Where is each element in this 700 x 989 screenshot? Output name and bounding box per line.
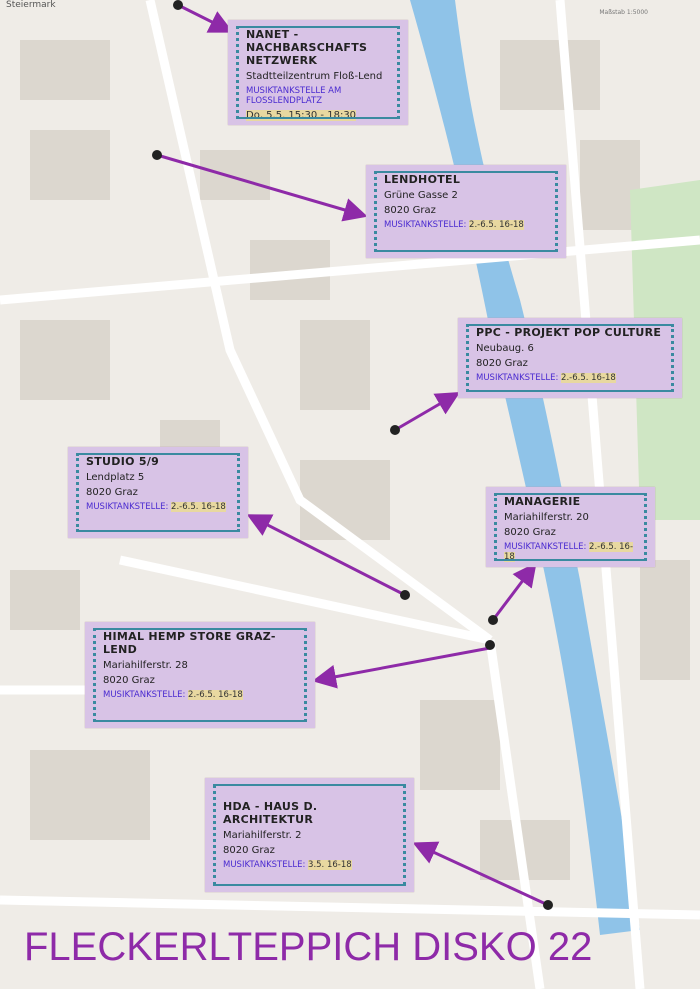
- card-line2: 8020 Graz: [476, 358, 528, 369]
- card-music: Musiktankstelle:: [86, 502, 169, 512]
- location-card-ppc[interactable]: PPC - Projekt Pop Culture Neubaug. 6 802…: [458, 318, 682, 398]
- card-time: 2.-6.5. 16-18: [171, 502, 226, 512]
- region-label: Steiermark: [6, 0, 56, 10]
- card-line1: Neubaug. 6: [476, 343, 534, 354]
- card-line1: Mariahilferstr. 28: [103, 660, 188, 671]
- card-line1: Grüne Gasse 2: [384, 190, 458, 201]
- card-name: PPC - Projekt Pop Culture: [476, 326, 662, 339]
- card-line1: Mariahilferstr. 20: [504, 512, 589, 523]
- river-mur: [410, 0, 640, 935]
- card-line2: 8020 Graz: [86, 487, 138, 498]
- arrows: [156, 3, 549, 907]
- card-time: 2.-6.5. 16-18: [469, 220, 524, 230]
- card-time: Do, 5.5. 15:30 - 18:30: [246, 110, 357, 121]
- card-line1: Stadtteilzentrum Floß-Lend: [246, 71, 383, 82]
- card-music: Musiktankstelle:: [103, 690, 186, 700]
- location-card-studio[interactable]: Studio 5/9 Lendplatz 5 8020 Graz Musikta…: [68, 447, 248, 538]
- card-time: 2.-6.5. 16-18: [188, 690, 243, 700]
- card-time: 3.5. 16-18: [308, 860, 352, 870]
- location-card-hda[interactable]: HDA - Haus d. Architektur Mariahilferstr…: [205, 778, 414, 892]
- card-line2: 8020 Graz: [384, 205, 436, 216]
- card-name: Lendhotel: [384, 173, 461, 186]
- location-card-himal[interactable]: Himal Hemp Store Graz-Lend Mariahilferst…: [85, 622, 315, 728]
- card-name: NANET - Nachbarschafts Netzwerk: [246, 28, 368, 67]
- card-time: 2.-6.5. 16-18: [561, 373, 616, 383]
- card-name: Himal Hemp Store Graz-Lend: [103, 630, 276, 656]
- card-music: Musiktankstelle:: [384, 220, 467, 230]
- card-music: Musiktankstelle:: [223, 860, 306, 870]
- card-line1: Mariahilferstr. 2: [223, 830, 302, 841]
- card-line2: 8020 Graz: [223, 845, 275, 856]
- card-music: Musiktankstelle:: [476, 373, 559, 383]
- location-card-managerie[interactable]: Managerie Mariahilferstr. 20 8020 Graz M…: [486, 487, 655, 567]
- card-name: Studio 5/9: [86, 455, 160, 468]
- card-music: Musiktankstelle:: [504, 542, 587, 552]
- location-card-lendhotel[interactable]: Lendhotel Grüne Gasse 2 8020 Graz Musikt…: [366, 165, 566, 258]
- scale-label: Maßstab 1:5000: [599, 9, 648, 16]
- location-card-nanet[interactable]: NANET - Nachbarschafts Netzwerk Stadttei…: [228, 20, 408, 125]
- card-line1: Lendplatz 5: [86, 472, 145, 483]
- card-line2: 8020 Graz: [103, 675, 155, 686]
- card-music: Musiktankstelle am Floßlendplatz: [246, 86, 342, 106]
- location-markers[interactable]: [152, 0, 553, 910]
- card-name: Managerie: [504, 495, 581, 508]
- card-line2: 8020 Graz: [504, 527, 556, 538]
- card-name: HDA - Haus d. Architektur: [223, 800, 318, 826]
- poster-title: FLECKERLTEPPICH DISKO 22: [24, 925, 593, 969]
